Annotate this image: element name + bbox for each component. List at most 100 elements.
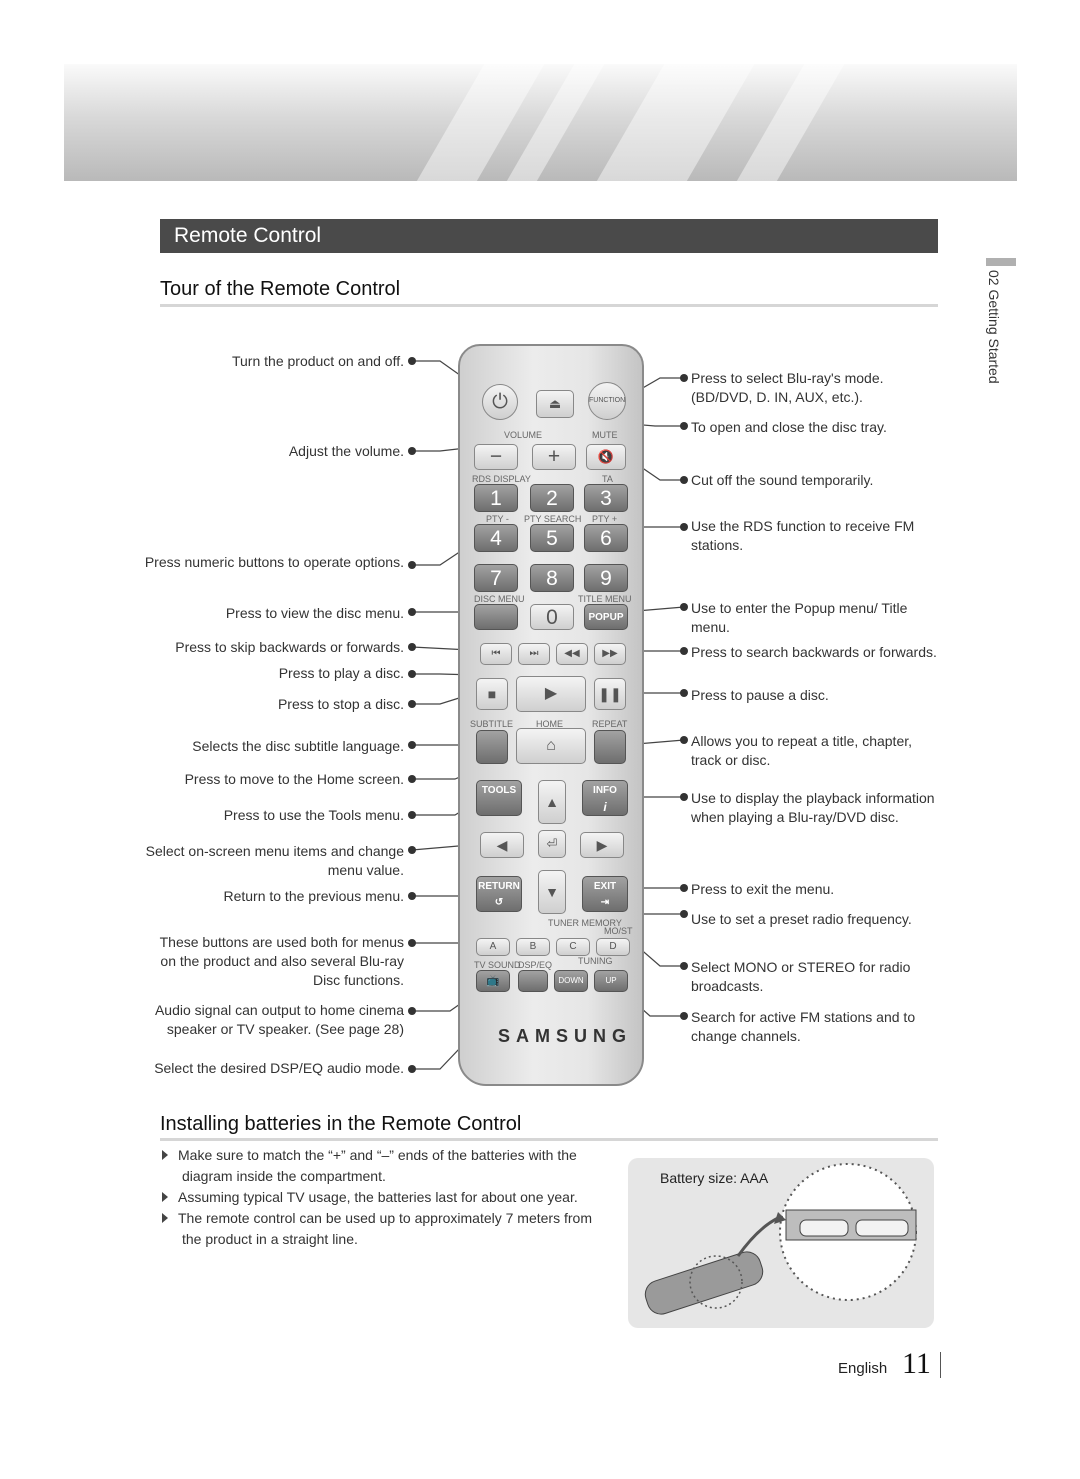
down-arrow-button[interactable]: ▼ — [538, 870, 566, 914]
disc-menu-caption: DISC MENU — [474, 594, 525, 604]
digit-1-button[interactable]: 1 — [474, 484, 518, 512]
search-forward-button[interactable]: ▶▶ — [594, 643, 626, 665]
left-arrow-button[interactable]: ◀ — [480, 832, 524, 858]
label-color-buttons: These buttons are used both for menus on… — [159, 934, 404, 988]
label-mo-st: Select MONO or STEREO for radio broadcas… — [691, 959, 911, 994]
bullet-arrow-icon — [162, 1150, 168, 1160]
mo-st-caption: MO/ST — [604, 926, 633, 936]
install-heading-rule — [160, 1138, 938, 1141]
tuning-up-button[interactable]: UP — [594, 970, 628, 992]
dsp-eq-caption: DSP/EQ — [518, 960, 553, 970]
skip-back-button[interactable]: ⏮ — [480, 643, 512, 665]
info-label: INFO — [593, 785, 617, 796]
label-stop: Press to stop a disc. — [277, 696, 404, 712]
bullet-arrow-icon — [162, 1192, 168, 1202]
exit-label: EXIT — [593, 881, 617, 892]
footer-divider — [940, 1352, 941, 1378]
label-return: Return to the previous menu. — [223, 888, 404, 904]
digit-7-button[interactable]: 7 — [474, 564, 518, 592]
tools-button[interactable]: TOOLS — [476, 780, 522, 816]
repeat-button[interactable] — [594, 730, 626, 764]
popup-button[interactable]: POPUP — [584, 604, 628, 630]
volume-up-button[interactable]: + — [532, 444, 576, 470]
header-banner — [64, 64, 1017, 181]
label-navigate: Select on-screen menu items and change m… — [145, 843, 404, 878]
label-repeat: Allows you to repeat a title, chapter, t… — [691, 733, 913, 768]
pty-minus-caption: PTY - — [486, 514, 509, 524]
tuning-caption: TUNING — [578, 956, 613, 966]
enter-button[interactable]: ⏎ — [538, 830, 566, 858]
pty-search-caption: PTY SEARCH — [524, 514, 582, 524]
digit-4-button[interactable]: 4 — [474, 524, 518, 552]
label-tuner-memory: Use to set a preset radio frequency. — [691, 911, 912, 927]
volume-caption: VOLUME — [504, 430, 543, 440]
eject-button[interactable]: ⏏ — [536, 390, 574, 418]
battery-size-label: Battery size: AAA — [660, 1170, 769, 1186]
subtitle-button[interactable] — [476, 730, 508, 764]
digit-5-button[interactable]: 5 — [530, 524, 574, 552]
label-search: Press to search backwards or forwards. — [691, 644, 937, 660]
volume-down-button[interactable]: − — [474, 444, 518, 470]
bullet-arrow-icon — [162, 1213, 168, 1223]
brand-logo: SAMSUNG — [498, 1026, 633, 1046]
return-button[interactable]: RETURN↺ — [476, 876, 522, 912]
a-button[interactable]: A — [476, 938, 510, 956]
up-arrow-button[interactable]: ▲ — [538, 780, 566, 824]
section-title: Remote Control — [160, 219, 938, 253]
search-back-button[interactable]: ◀◀ — [556, 643, 588, 665]
mute-button[interactable]: 🔇 — [586, 444, 626, 470]
digit-6-button[interactable]: 6 — [584, 524, 628, 552]
function-button[interactable]: FUNCTION — [588, 382, 626, 420]
digit-3-button[interactable]: 3 — [584, 484, 628, 512]
exit-button[interactable]: EXIT⇥ — [582, 876, 628, 912]
label-skip: Press to skip backwards or forwards. — [175, 639, 404, 655]
subtitle-caption: SUBTITLE — [470, 719, 514, 729]
pty-plus-caption: PTY + — [592, 514, 618, 524]
c-button[interactable]: C — [556, 938, 590, 956]
disc-menu-button[interactable] — [474, 604, 518, 630]
label-pause: Press to pause a disc. — [691, 687, 829, 703]
label-tv-sound: Audio signal can output to home cinema s… — [154, 1002, 404, 1037]
digit-0-button[interactable]: 0 — [530, 604, 574, 630]
bullet-item: The remote control can be used up to app… — [162, 1208, 612, 1250]
page-number: 11 — [902, 1347, 931, 1380]
battery-compartment-icon — [644, 1163, 917, 1315]
info-button[interactable]: INFO i — [582, 780, 628, 816]
remote-control: ⏻ ⏏ FUNCTION VOLUME MUTE − + 🔇 RDS DISPL… — [458, 344, 644, 1086]
label-disc-menu: Press to view the disc menu. — [225, 605, 404, 621]
play-button[interactable]: ▶ — [516, 676, 586, 712]
tuner-memory-caption: TUNER MEMORY — [548, 918, 622, 928]
skip-forward-button[interactable]: ⏭ — [518, 643, 550, 665]
bullet-list: Make sure to match the “+” and “–” ends … — [162, 1145, 612, 1250]
title-menu-caption: TITLE MENU — [578, 594, 632, 604]
label-volume: Adjust the volume. — [288, 443, 404, 459]
d-button[interactable]: D — [596, 938, 630, 956]
label-dsp-eq: Select the desired DSP/EQ audio mode. — [154, 1060, 404, 1076]
label-tools: Press to use the Tools menu. — [223, 807, 404, 823]
label-numeric: Press numeric buttons to operate options… — [144, 554, 404, 570]
b-button[interactable]: B — [516, 938, 550, 956]
tuning-down-button[interactable]: DOWN — [554, 970, 588, 992]
power-button[interactable]: ⏻ — [482, 384, 518, 420]
dsp-eq-button[interactable] — [518, 970, 548, 992]
footer-language: English — [838, 1360, 888, 1377]
info-icon: i — [603, 800, 607, 814]
digit-2-button[interactable]: 2 — [530, 484, 574, 512]
home-caption: HOME — [536, 719, 563, 729]
repeat-caption: REPEAT — [592, 719, 628, 729]
label-subtitle: Selects the disc subtitle language. — [192, 738, 404, 754]
tv-sound-button[interactable]: 📺 — [476, 970, 510, 992]
digit-8-button[interactable]: 8 — [530, 564, 574, 592]
label-mute: Cut off the sound temporarily. — [691, 472, 874, 488]
ta-caption: TA — [602, 474, 613, 484]
install-heading: Installing batteries in the Remote Contr… — [160, 1113, 522, 1135]
label-popup: Use to enter the Popup menu/ Title menu. — [691, 600, 908, 635]
battery-illustration: Battery size: AAA — [628, 1158, 934, 1328]
label-function: Press to select Blu-ray's mode. (BD/DVD,… — [691, 370, 884, 405]
pause-button[interactable]: ❚❚ — [594, 678, 626, 710]
home-button[interactable]: ⌂ — [516, 728, 586, 764]
digit-9-button[interactable]: 9 — [584, 564, 628, 592]
right-arrow-button[interactable]: ▶ — [580, 832, 624, 858]
stop-button[interactable]: ■ — [476, 678, 508, 710]
return-label: RETURN — [478, 881, 520, 892]
